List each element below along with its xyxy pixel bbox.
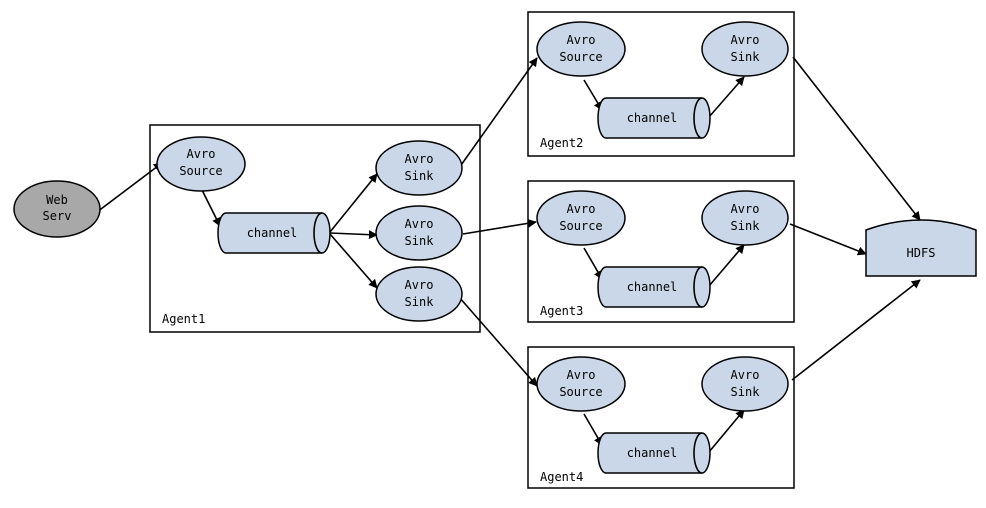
edge-agent4-source-to-channel — [583, 413, 603, 446]
agent1-sink3-node: Avro Sink — [375, 266, 463, 322]
agent4-source-line2: Source — [559, 385, 602, 399]
agent4-label: Agent4 — [540, 470, 583, 484]
edge-agent2-sink-to-hdfs — [792, 56, 921, 221]
agent1-sink3-line1: Avro — [405, 278, 434, 292]
agent1-sink2-line2: Sink — [405, 234, 435, 248]
edge-sink1-to-agent2-source — [458, 57, 538, 169]
agent2-source-line2: Source — [559, 50, 602, 64]
agent1-source-line1: Avro — [187, 147, 216, 161]
agent1-channel-label: channel — [247, 226, 298, 240]
agent4-source-line1: Avro — [567, 368, 596, 382]
edge-agent1-channel-to-sink1 — [329, 173, 378, 233]
edge-agent1-source-to-channel — [200, 187, 221, 227]
agent3-sink-line2: Sink — [731, 219, 761, 233]
agent3-sink-node: Avro Sink — [701, 190, 789, 246]
web-server-line2: Serv — [43, 209, 72, 223]
agent2-source-node: Avro Source — [536, 21, 626, 77]
agent3-source-node: Avro Source — [536, 190, 626, 246]
edges — [96, 56, 921, 453]
agent2-source-line1: Avro — [567, 33, 596, 47]
agent4-sink-line2: Sink — [731, 385, 761, 399]
agent1-sink1-line2: Sink — [405, 169, 435, 183]
edge-agent1-channel-to-sink3 — [329, 233, 378, 289]
edge-agent2-channel-to-sink — [708, 76, 745, 118]
agent1-source-line2: Source — [179, 164, 222, 178]
agent1-sink2-node: Avro Sink — [375, 205, 463, 261]
edge-agent3-source-to-channel — [583, 247, 603, 280]
agent3-source-line2: Source — [559, 219, 602, 233]
agent4-sink-line1: Avro — [731, 368, 760, 382]
agent3-channel-node: channel — [597, 266, 711, 308]
edge-agent4-channel-to-sink — [708, 409, 745, 453]
edge-agent3-sink-to-hdfs — [789, 223, 867, 256]
agent3-sink-line1: Avro — [731, 202, 760, 216]
edge-sink3-to-agent4-source — [458, 296, 538, 387]
edge-agent3-channel-to-sink — [708, 244, 745, 287]
agent1-label: Agent1 — [162, 312, 205, 326]
agent2-label: Agent2 — [540, 136, 583, 150]
agent3-channel-label: channel — [627, 280, 678, 294]
agent1-source-node: Avro Source — [156, 136, 246, 192]
agent4-sink-node: Avro Sink — [701, 356, 789, 412]
agent2-channel-label: channel — [627, 111, 678, 125]
agent3-label: Agent3 — [540, 304, 583, 318]
agent1-sink1-node: Avro Sink — [375, 140, 463, 196]
hdfs-label: HDFS — [907, 246, 936, 260]
edge-agent1-channel-to-sink2 — [329, 230, 378, 240]
agent3-source-line1: Avro — [567, 202, 596, 216]
edge-agent4-sink-to-hdfs — [791, 279, 921, 381]
web-server-node: Web Serv — [13, 180, 101, 238]
agent4-source-node: Avro Source — [536, 356, 626, 412]
web-server-line1: Web — [46, 193, 68, 207]
agent1-sink2-line1: Avro — [405, 217, 434, 231]
edge-agent2-source-to-channel — [583, 79, 603, 111]
edge-web-to-agent1-source — [96, 162, 163, 213]
edge-sink2-to-agent3-source — [462, 218, 537, 235]
agent1-sink1-line1: Avro — [405, 152, 434, 166]
agent2-sink-line1: Avro — [731, 33, 760, 47]
agent2-sink-line2: Sink — [731, 50, 761, 64]
hdfs-node: HDFS — [865, 219, 977, 277]
agent4-channel-node: channel — [597, 432, 711, 474]
agent2-channel-node: channel — [597, 97, 711, 139]
agent2-sink-node: Avro Sink — [701, 21, 789, 77]
agent4-channel-label: channel — [627, 446, 678, 460]
agent1-channel-node: channel — [217, 212, 331, 254]
agent1-sink3-line2: Sink — [405, 295, 435, 309]
